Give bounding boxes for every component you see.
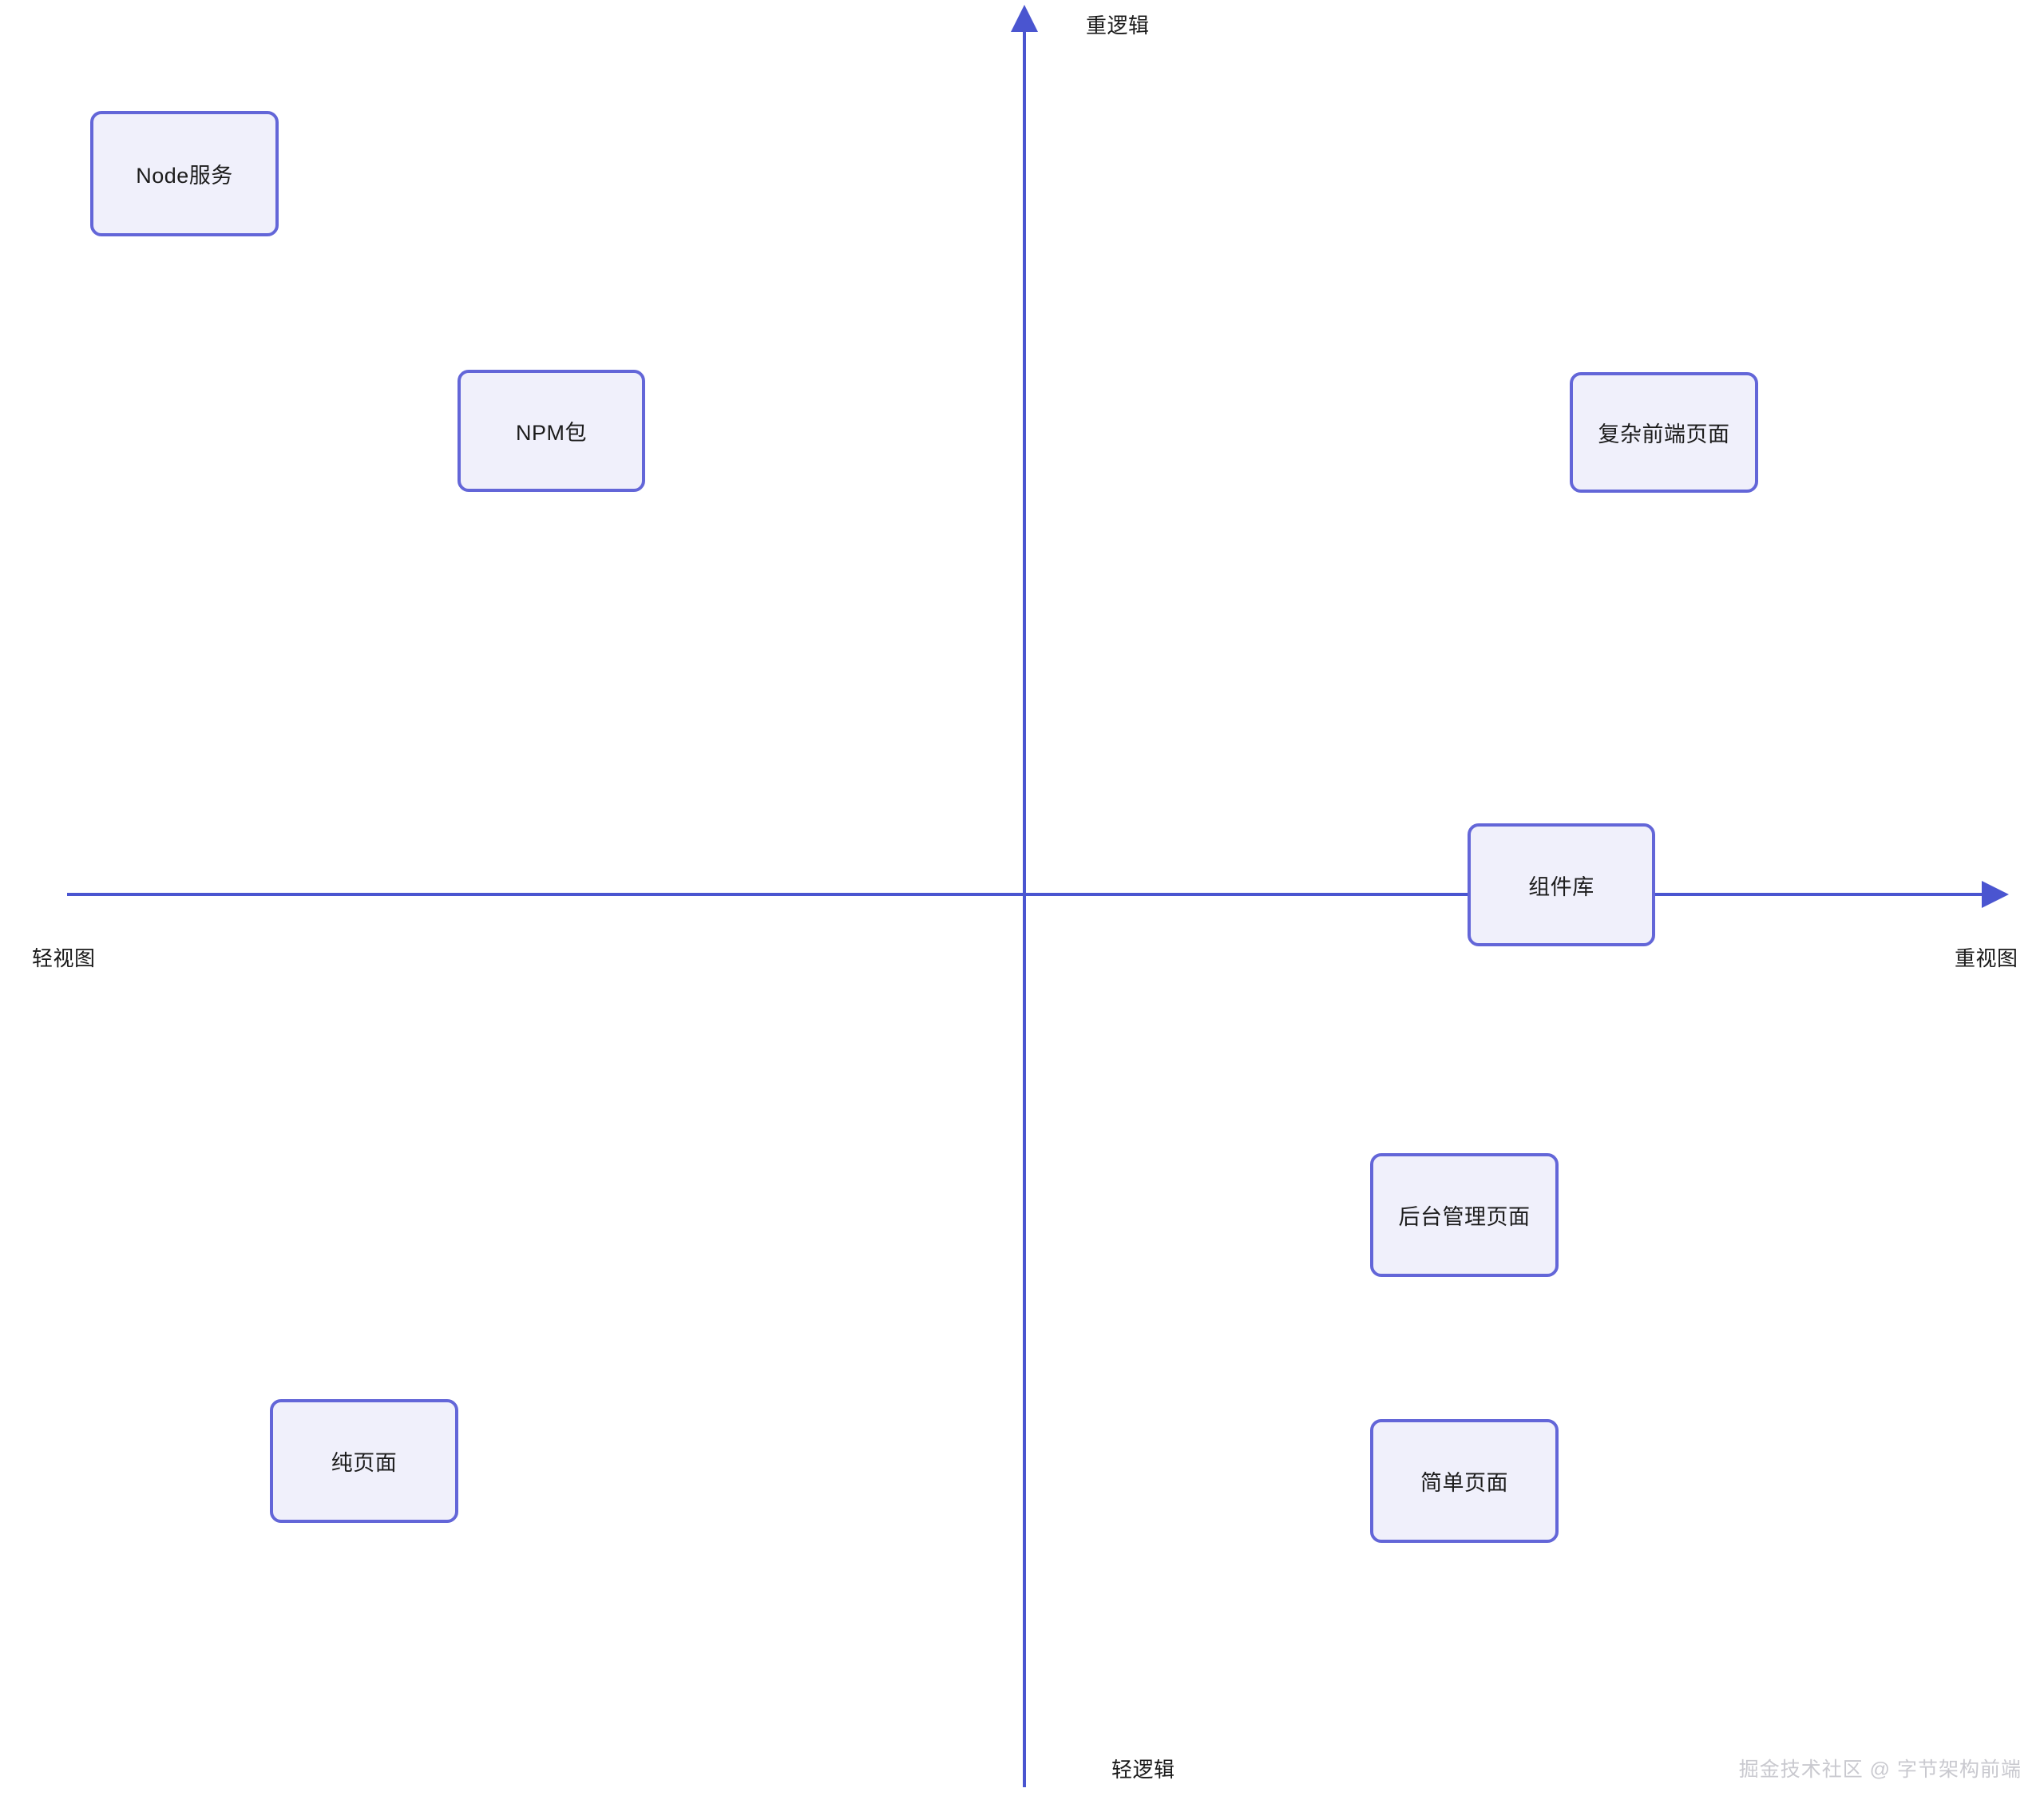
node-box-node-service[interactable]: Node服务 — [90, 111, 279, 236]
node-box-admin-page[interactable]: 后台管理页面 — [1370, 1153, 1559, 1277]
axis-label-bottom: 轻逻辑 — [1111, 1758, 1175, 1782]
axis-label-right: 重视图 — [1955, 946, 2018, 970]
node-box-pure-page[interactable]: 纯页面 — [270, 1399, 458, 1523]
node-box-complex-frontend[interactable]: 复杂前端页面 — [1570, 372, 1758, 493]
node-label: 组件库 — [1528, 874, 1594, 899]
axis-label-left: 轻视图 — [32, 946, 96, 970]
node-label: 纯页面 — [331, 1451, 398, 1475]
node-box-simple-page[interactable]: 简单页面 — [1370, 1419, 1559, 1543]
node-label: 复杂前端页面 — [1598, 422, 1730, 446]
y-axis-line — [1023, 10, 1026, 1787]
node-box-npm-package[interactable]: NPM包 — [458, 370, 645, 492]
node-label: 简单页面 — [1420, 1471, 1508, 1495]
node-label: NPM包 — [516, 421, 587, 445]
node-box-component-library[interactable]: 组件库 — [1468, 823, 1655, 946]
y-axis-arrow-icon — [1011, 5, 1038, 32]
node-label: 后台管理页面 — [1398, 1205, 1531, 1229]
x-axis-arrow-icon — [1982, 881, 2009, 908]
watermark-text: 掘金技术社区 @ 字节架构前端 — [1738, 1758, 2022, 1781]
axis-label-top: 重逻辑 — [1086, 14, 1150, 38]
node-label: Node服务 — [136, 164, 233, 188]
